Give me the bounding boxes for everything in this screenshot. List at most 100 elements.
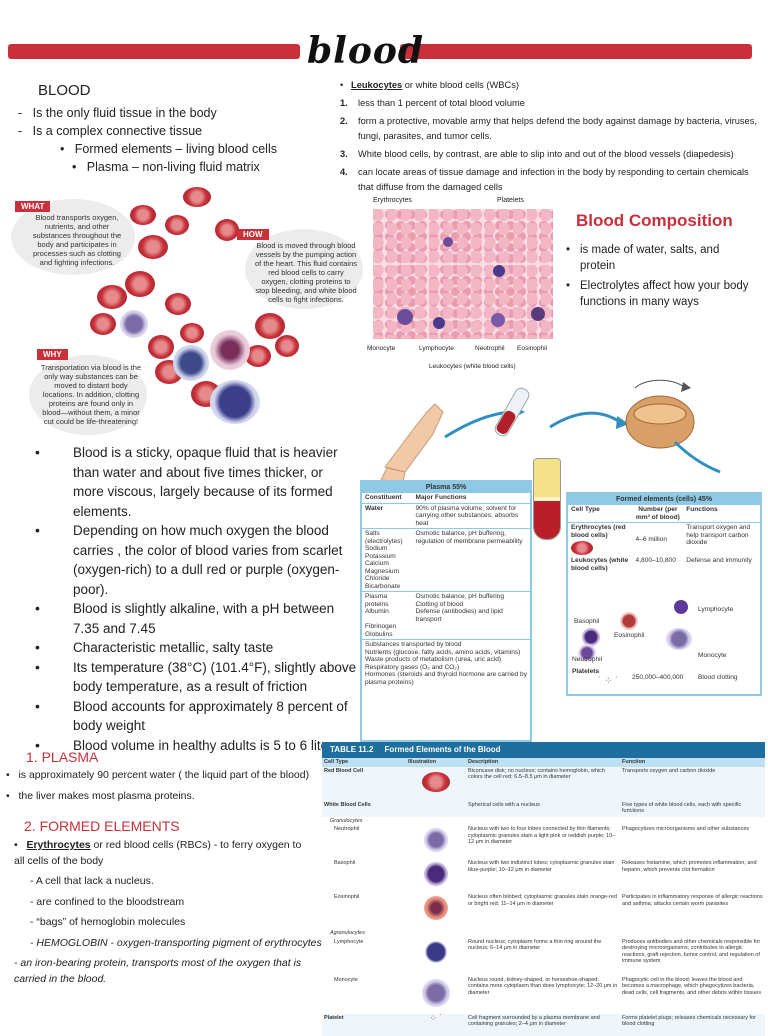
cell: Osmotic balance, pH buffering, regulatio…	[412, 528, 530, 592]
formed-grid: Cell Type Number (per mm³ of blood) Func…	[568, 505, 760, 573]
red-cell	[275, 335, 299, 357]
erythrocytes-term: Erythrocytes	[26, 839, 91, 851]
lymphocyte-illustration	[425, 940, 447, 963]
platelet-illustration: ⁘ ˙	[429, 1012, 443, 1023]
table-row: Leukocytes (white blood cells) 4,800–10,…	[568, 556, 760, 573]
smear-cell-wbc	[443, 237, 453, 247]
cell: Participates in inflammatory response of…	[622, 894, 763, 907]
col-header: Description	[468, 759, 499, 765]
basophil-label: Basophil	[574, 618, 600, 625]
label-leukocytes: Leukocytes (white blood cells)	[429, 363, 516, 370]
tube-blood	[496, 410, 516, 434]
plasma-item-text: the liver makes most plasma proteins.	[18, 790, 195, 802]
composition-item: Electrolytes affect how your body functi…	[566, 278, 756, 310]
red-cell	[125, 271, 155, 297]
label-platelets: Platelets	[497, 197, 524, 204]
label-eosinophil: Eosinophil	[517, 345, 547, 352]
intro-item: - Is the only fluid tissue in the body	[18, 106, 217, 120]
plasma-table-title: Plasma 55%	[362, 482, 530, 493]
formed-header-row: Cell Type Number (per mm³ of blood) Func…	[568, 505, 760, 523]
formed-elements-reference-table: TABLE 11.2 Formed Elements of the Blood …	[322, 742, 765, 1036]
cell: Substances transported by blood Nutrient…	[365, 641, 527, 686]
table-title: Formed Elements of the Blood	[384, 745, 501, 754]
red-cell	[148, 335, 174, 359]
red-cell	[97, 285, 127, 309]
cell: Spherical cells with a nucleus	[468, 801, 540, 808]
cell: Basophil	[334, 860, 356, 866]
erythrocyte-fact: - are confined to the bloodstream	[30, 896, 185, 908]
red-cell	[130, 205, 156, 225]
table-row: Erythrocytes (red blood cells) 4–6 milli…	[568, 523, 760, 557]
cell	[466, 817, 620, 826]
cell: Agranulocytes	[330, 930, 365, 936]
col-header: Cell Type	[324, 759, 349, 765]
header-bar-left	[8, 44, 300, 59]
formed-table-title: Formed elements (cells) 45%	[568, 494, 760, 505]
cell: Granulocytes	[330, 817, 363, 824]
formed-elements-table: Formed elements (cells) 45% Cell Type Nu…	[566, 492, 762, 696]
cell: Transport oxygen and help transport carb…	[686, 524, 751, 546]
erythrocyte-icon	[571, 541, 593, 555]
cell: Nucleus with two indistinct lobes; cytop…	[468, 860, 615, 873]
plasma-header-row: Constituent Major Functions	[362, 493, 530, 504]
cell: Round nucleus; cytoplasm forms a thin ri…	[468, 938, 602, 952]
item-number: 2.	[340, 116, 348, 126]
arrow-to-centrifuge	[549, 411, 621, 429]
blood-heading: BLOOD	[38, 82, 91, 99]
leukocytes-item: 2.form a protective, movable army that h…	[340, 114, 765, 144]
arrow-to-results	[673, 440, 721, 474]
cell: Nucleus often bilobed; cytoplasmic granu…	[468, 894, 617, 907]
label-erythrocytes: Erythrocytes	[373, 197, 412, 204]
composition-item: is made of water, salts, and protein	[566, 242, 756, 274]
rotation-arrow	[634, 379, 686, 389]
hemoglobin-desc: - an iron-bearing protein, transports mo…	[14, 957, 302, 985]
intro-text: Formed elements – living blood cells	[74, 142, 277, 156]
erythrocyte-fact: - A cell that lack a nucleus.	[30, 875, 154, 887]
how-text: Blood is moved through blood vessels by …	[255, 241, 358, 304]
red-cell	[138, 235, 168, 259]
how-tag: HOW	[237, 229, 269, 240]
col-header: Cell Type	[568, 505, 633, 523]
white-cell	[210, 380, 260, 424]
eosinophil-icon	[620, 612, 638, 630]
cell: Water	[362, 503, 413, 529]
cell	[406, 976, 466, 1014]
table-row: Granulocytes	[322, 817, 765, 826]
cell	[406, 893, 466, 929]
table-row: Red Blood Cell Biconcave disk; no nucleu…	[322, 766, 765, 801]
table-row: Basophil Nucleus with two indistinct lob…	[322, 859, 765, 893]
intro-item: - Is a complex connective tissue	[18, 124, 203, 138]
why-tag: WHY	[37, 349, 68, 360]
neutrophil-icon	[578, 644, 596, 662]
cell	[406, 938, 466, 976]
red-cell	[165, 293, 191, 315]
red-cell	[183, 187, 211, 207]
cell: Produces antibodies and other chemicals …	[622, 938, 761, 965]
label-monocyte: Monocyte	[367, 345, 396, 352]
col-header: Constituent	[362, 493, 413, 504]
col-header: Function	[622, 759, 646, 765]
table-row: Neutrophil Nucleus with two to four lobe…	[322, 825, 765, 859]
neutrophil-illustration	[424, 828, 448, 852]
arm-shape	[384, 403, 444, 473]
intro-item: • Formed elements – living blood cells	[60, 142, 277, 156]
basophil-illustration	[424, 862, 448, 886]
cell: 4,800–10,800	[635, 557, 676, 564]
plasma-section-title: 1. PLASMA	[26, 749, 99, 765]
cell: Osmotic balance, pH buffering Clotting o…	[412, 591, 530, 640]
cell	[620, 817, 765, 826]
cell: Nucleus round, kidney-shaped, or horsesh…	[468, 976, 618, 996]
cell: Phagocytic cell in the blood; leaves the…	[622, 976, 762, 996]
red-cell	[245, 345, 271, 367]
monocyte-label: Monocyte	[698, 652, 727, 659]
table-caption-bar: TABLE 11.2 Formed Elements of the Blood	[322, 742, 765, 758]
cell: 90% of plasma volume; solvent for carryi…	[412, 503, 530, 529]
item-number: 1.	[340, 98, 348, 108]
cell: White Blood Cells	[324, 801, 371, 808]
lymphocyte-icon	[674, 600, 688, 614]
eosinophil-illustration	[424, 896, 448, 920]
blood-draw-svg	[380, 379, 721, 483]
cell: Erythrocytes (red blood cells)	[568, 523, 633, 557]
cell: Salts (electrolytes) Sodium Potassium Ca…	[362, 528, 413, 592]
